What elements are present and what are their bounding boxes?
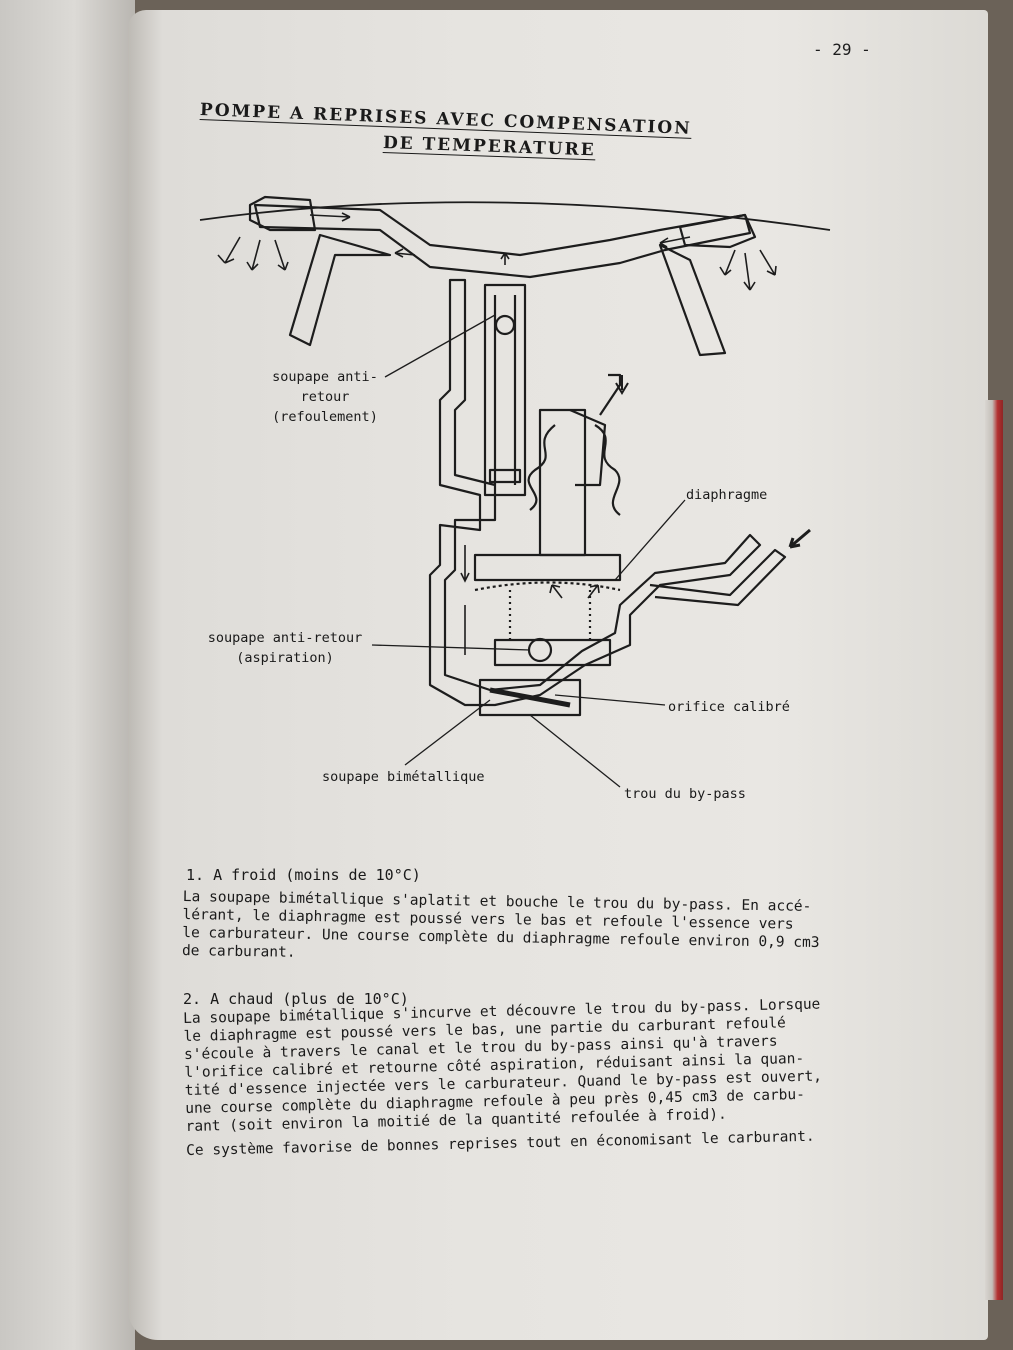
label-bimetallic-valve: soupape bimétallique [322, 769, 485, 785]
left-page [0, 0, 135, 1350]
label-bypass-hole: trou du by-pass [624, 786, 746, 802]
label-discharge-check-valve: soupape anti-retour (refoulement) [250, 367, 400, 427]
label-suction-check-valve: soupape anti-retour (aspiration) [200, 628, 370, 668]
section-2-heading: 2. A chaud (plus de 10°C) [183, 990, 409, 1008]
accelerator-pump-diagram [199, 195, 831, 717]
discharge-valve-housing [483, 283, 527, 497]
right-page [128, 10, 988, 1340]
page-number: - 29 - [813, 40, 871, 59]
discharge-channel [253, 203, 752, 279]
label-suction-check-valve-line-1: soupape anti-retour [207, 630, 363, 646]
label-diaphragm: diaphragme [686, 487, 768, 503]
discharge-check-ball [494, 314, 516, 336]
section-1-body: La soupape bimétallique s'aplatit et bou… [182, 888, 863, 971]
left-nozzle [248, 195, 317, 232]
section-1-heading: 1. A froid (moins de 10°C) [186, 866, 421, 884]
label-discharge-check-valve-line-1: soupape anti-retour [272, 369, 378, 405]
label-discharge-check-valve-line-2: (refoulement) [272, 409, 378, 425]
label-calibrated-orifice: orifice calibré [668, 699, 790, 715]
vertical-tube [428, 278, 762, 707]
suction-chamber [493, 638, 612, 667]
suction-check-ball [527, 637, 553, 663]
diaphragm-chamber [473, 553, 622, 582]
right-leg [658, 243, 727, 357]
left-leg [288, 233, 392, 347]
section-2-body: La soupape bimétallique s'incurve et déc… [183, 995, 866, 1160]
page-edge [985, 400, 1003, 1300]
spring [508, 590, 592, 640]
pump-plunger [538, 408, 587, 557]
push-rod [599, 373, 622, 416]
inlet-pipe [649, 548, 787, 607]
right-nozzle [678, 213, 757, 249]
label-suction-check-valve-line-2: (aspiration) [236, 650, 334, 666]
diaphragm [474, 581, 621, 592]
